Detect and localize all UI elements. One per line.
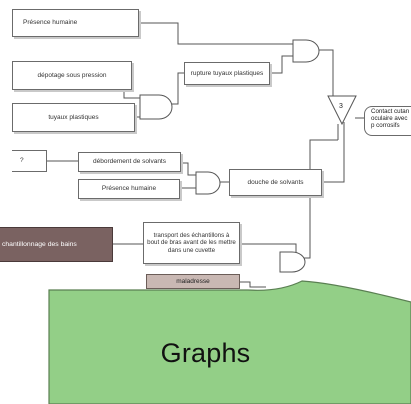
- connector-line: [172, 72, 184, 105]
- box-contact-cutane: Contact cutan oculaire avec p corrosifs: [364, 106, 411, 136]
- box-transport-des-echantillons: transport des échantillons à bout de bra…: [143, 222, 240, 264]
- and-gate: [292, 39, 320, 63]
- box-maladresse: maladresse: [146, 274, 240, 289]
- connector-line: [181, 162, 196, 176]
- transfer-triangle: [327, 95, 357, 126]
- box-rupture-tuyaux-plastiques: rupture tuyaux plastiques: [184, 62, 270, 85]
- connector-line: [240, 281, 266, 288]
- and-gate: [279, 251, 306, 273]
- box-presence-humaine-2: Présence humaine: [78, 179, 180, 199]
- connector-line: [322, 122, 345, 183]
- box-echantillonnage-des-bains: chantillonnage des bains: [0, 227, 113, 262]
- box-presence-humaine-1: Présence humaine: [12, 9, 139, 37]
- connector-line: [270, 55, 293, 74]
- triangle-number: 3: [339, 103, 343, 110]
- connector-line: [135, 110, 141, 118]
- connector-line: [293, 139, 338, 259]
- box-question: ?: [12, 150, 47, 172]
- box-debordement-de-solvants: débordement de solvants: [78, 152, 181, 172]
- graphs-label: Graphs: [160, 338, 251, 368]
- and-gate: [139, 94, 173, 120]
- and-gate: [195, 171, 221, 195]
- graphs-overlay-shape: [48, 280, 411, 404]
- connector-line: [139, 22, 293, 45]
- box-douche-de-solvants: douche de solvants: [229, 169, 322, 196]
- box-tuyaux-plastiques: tuyaux plastiques: [12, 103, 135, 132]
- connector-line: [319, 49, 334, 96]
- box-depotage-sous-pression: dépotage sous pression: [12, 61, 132, 90]
